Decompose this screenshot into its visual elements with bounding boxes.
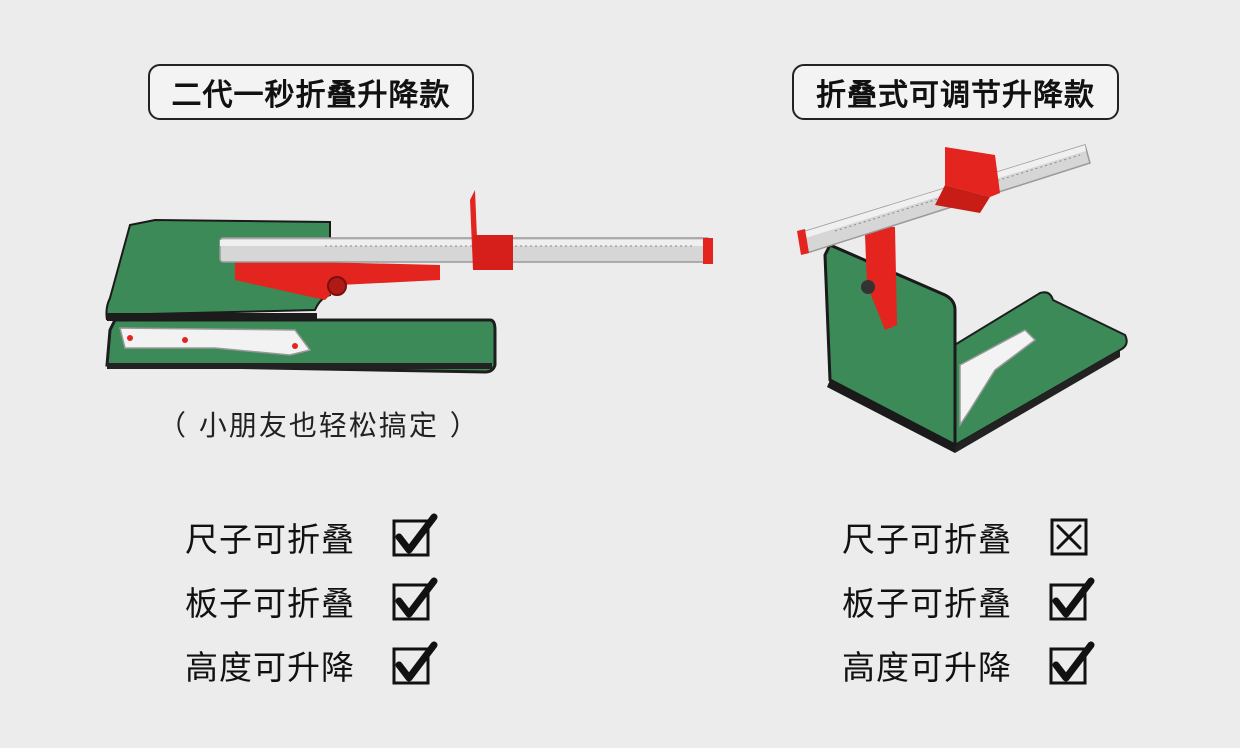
feature-label: 尺子可折叠 bbox=[842, 520, 1012, 559]
left-product-subtitle: （ 小朋友也轻松搞定 ） bbox=[158, 409, 480, 442]
checkbox-cross-icon bbox=[1050, 518, 1088, 556]
checkbox-check-icon bbox=[1049, 641, 1095, 685]
feature-label: 尺子可折叠 bbox=[185, 520, 355, 559]
feature-row: 板子可折叠 bbox=[842, 577, 1095, 623]
feature-label: 高度可升降 bbox=[842, 648, 1012, 687]
checkbox-check-icon bbox=[392, 513, 438, 557]
feature-row: 高度可升降 bbox=[842, 641, 1095, 687]
checkbox-check-icon bbox=[392, 641, 438, 685]
feature-row: 尺子可折叠 bbox=[842, 515, 1095, 559]
left-feature-list: 尺子可折叠 板子可折叠 高度可升降 bbox=[185, 513, 438, 707]
right-product-title: 折叠式可调节升降款 bbox=[792, 64, 1119, 120]
feature-label: 高度可升降 bbox=[185, 648, 355, 687]
right-feature-list: 尺子可折叠 板子可折叠 高度可升降 bbox=[842, 515, 1095, 707]
folding-cutting-board-image bbox=[105, 190, 713, 374]
feature-row: 尺子可折叠 bbox=[185, 513, 438, 559]
checkbox-check-icon bbox=[1049, 577, 1095, 621]
adjustable-cutting-board-image bbox=[797, 144, 1128, 453]
feature-row: 高度可升降 bbox=[185, 641, 438, 687]
checkbox-check-icon bbox=[392, 577, 438, 621]
left-product-panel: 二代一秒折叠升降款 （ 小朋友也轻松搞定 ） 尺子可折叠 bbox=[105, 64, 713, 707]
left-product-title: 二代一秒折叠升降款 bbox=[148, 64, 474, 120]
right-product-panel: 折叠式可调节升降款 尺子可折叠 板子可折叠 bbox=[620, 0, 1240, 748]
feature-row: 板子可折叠 bbox=[185, 577, 438, 623]
feature-label: 板子可折叠 bbox=[842, 584, 1012, 623]
feature-label: 板子可折叠 bbox=[185, 584, 355, 623]
